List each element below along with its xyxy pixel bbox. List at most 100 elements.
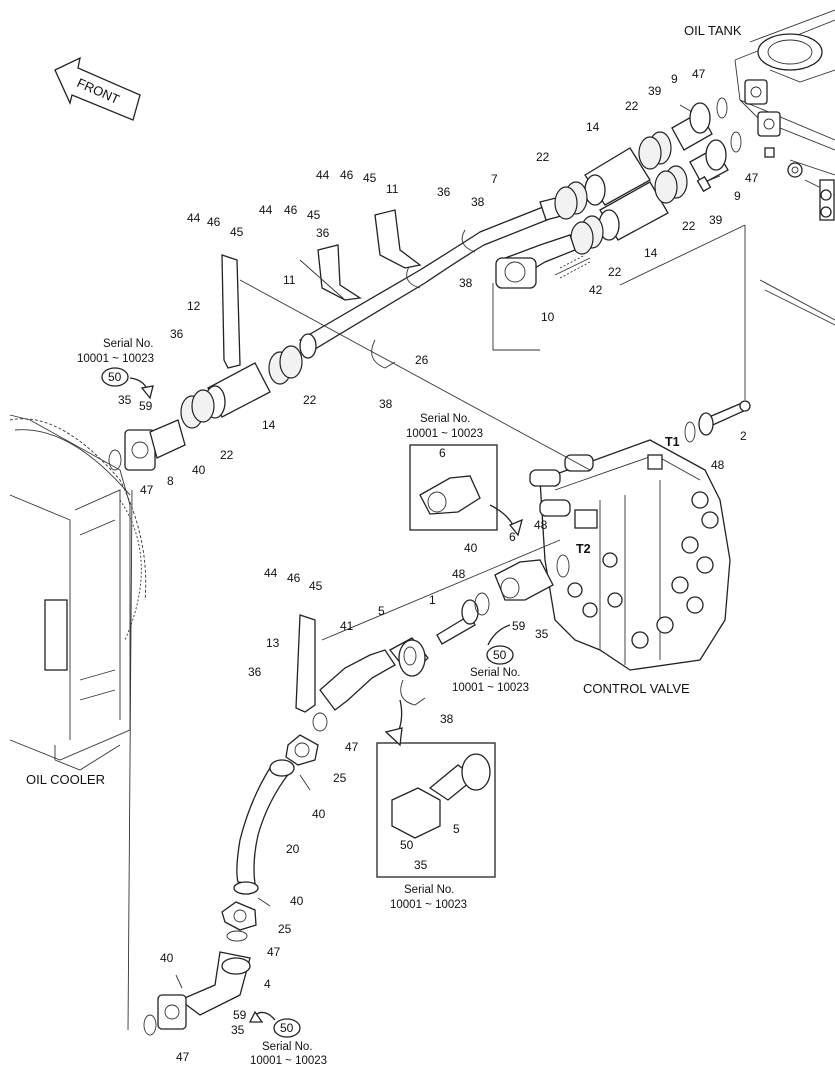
label-part-47: 47: [745, 171, 759, 185]
label-part-5: 5: [378, 604, 385, 618]
label-part-7: 7: [491, 172, 498, 186]
label-part-6: 6: [439, 446, 446, 460]
label-part-13: 13: [266, 636, 280, 650]
label-part-38: 38: [471, 195, 485, 209]
label-part-42: 42: [589, 283, 603, 297]
label-part-20: 20: [286, 842, 300, 856]
label-part-46: 46: [207, 215, 221, 229]
label-part-45: 45: [309, 579, 323, 593]
control-valve: T1 T2 CONTROL VALVE: [529, 435, 731, 696]
serial-heading: Serial No.: [404, 884, 455, 896]
label-part-39: 39: [709, 213, 723, 227]
serial-note-part-6: Serial No. 10001 ~ 10023: [406, 413, 483, 440]
label-part-22: 22: [682, 219, 696, 233]
label-part-11: 11: [283, 273, 296, 287]
oil-cooler: OIL COOLER: [9, 414, 147, 787]
serial-range: 10001 ~ 10023: [406, 428, 483, 440]
label-part-36: 36: [248, 665, 262, 679]
serial-ref: 50: [493, 648, 507, 662]
label-part-6: 6: [509, 530, 516, 544]
label-part-2: 2: [740, 429, 747, 443]
label-part-12: 12: [187, 299, 201, 313]
serial-ref: 50: [280, 1021, 294, 1035]
label-part-39: 39: [648, 84, 662, 98]
label-part-36: 36: [316, 226, 330, 240]
serial-note-valve: 50 Serial No. 10001 ~ 10023: [452, 624, 529, 694]
serial-heading: Serial No.: [420, 413, 471, 425]
label-part-5: 5: [453, 822, 460, 836]
label-part-47: 47: [140, 483, 154, 497]
label-part-40: 40: [290, 894, 304, 908]
serial-ref: 50: [108, 370, 122, 384]
label-part-14: 14: [262, 418, 276, 432]
label-part-38: 38: [379, 397, 393, 411]
label-part-35: 35: [231, 1023, 245, 1037]
label-part-41: 41: [340, 619, 354, 633]
serial-note-cooler: Serial No. 10001 ~ 10023 50: [77, 338, 154, 400]
label-part-46: 46: [340, 168, 354, 182]
oil-tank-label: OIL TANK: [684, 23, 742, 38]
callout-box-part-6: [409, 444, 523, 537]
label-part-38: 38: [459, 276, 473, 290]
port-t2-label: T2: [576, 542, 591, 556]
serial-range: 10001 ~ 10023: [250, 1055, 327, 1067]
label-part-9: 9: [671, 72, 678, 86]
label-part-22: 22: [303, 393, 317, 407]
label-part-59: 59: [512, 619, 526, 633]
label-part-22: 22: [220, 448, 234, 462]
label-part-22: 22: [608, 265, 622, 279]
callout-box-part-5: [376, 699, 496, 878]
label-part-46: 46: [284, 203, 298, 217]
oil-tank: OIL TANK: [684, 9, 835, 326]
serial-range: 10001 ~ 10023: [452, 682, 529, 694]
label-part-14: 14: [586, 120, 600, 134]
label-part-45: 45: [363, 171, 377, 185]
label-part-46: 46: [287, 571, 301, 585]
label-part-45: 45: [230, 225, 244, 239]
hose-clamp-22-group: [554, 131, 688, 255]
serial-note-bottom: 50 Serial No. 10001 ~ 10023: [248, 1010, 327, 1067]
leader-lines: [127, 224, 746, 1031]
label-part-50: 50: [400, 838, 414, 852]
serial-heading: Serial No.: [262, 1041, 313, 1053]
label-part-14: 14: [644, 246, 658, 260]
valve-spools: [567, 491, 719, 649]
label-part-48: 48: [452, 567, 466, 581]
label-part-26: 26: [415, 353, 429, 367]
label-part-1: 1: [429, 593, 436, 607]
label-part-59: 59: [233, 1008, 247, 1022]
t1-connector: [684, 400, 751, 443]
label-part-48: 48: [711, 458, 725, 472]
label-part-47: 47: [267, 945, 281, 959]
part-number-labels: 7 14 22 22 39 9 47 47 9 39 22 14 22 42 1…: [118, 67, 759, 1064]
front-arrow: FRONT: [54, 56, 141, 121]
label-part-22: 22: [625, 99, 639, 113]
label-part-10: 10: [541, 310, 555, 324]
label-part-36: 36: [437, 185, 451, 199]
label-part-4: 4: [264, 977, 271, 991]
serial-note-part-5: Serial No. 10001 ~ 10023: [390, 884, 467, 911]
oil-cooler-label: OIL COOLER: [26, 772, 105, 787]
label-part-44: 44: [259, 203, 273, 217]
label-part-44: 44: [316, 168, 330, 182]
label-part-45: 45: [307, 208, 321, 222]
label-part-40: 40: [312, 807, 326, 821]
label-part-40: 40: [192, 463, 206, 477]
label-part-22: 22: [536, 150, 550, 164]
label-part-47: 47: [692, 67, 706, 81]
label-part-25: 25: [278, 922, 292, 936]
lower-return-pipe: [143, 614, 429, 1036]
label-part-40: 40: [464, 541, 478, 555]
label-part-35: 35: [535, 627, 549, 641]
label-part-35: 35: [118, 393, 132, 407]
t2-connector: [436, 554, 570, 645]
label-part-59: 59: [139, 399, 153, 413]
label-part-47: 47: [176, 1050, 190, 1064]
serial-heading: Serial No.: [470, 667, 521, 679]
label-part-8: 8: [167, 474, 174, 488]
label-part-48: 48: [534, 518, 548, 532]
serial-range: 10001 ~ 10023: [390, 899, 467, 911]
label-part-35: 35: [414, 858, 428, 872]
upper-return-pipe: [108, 97, 742, 471]
